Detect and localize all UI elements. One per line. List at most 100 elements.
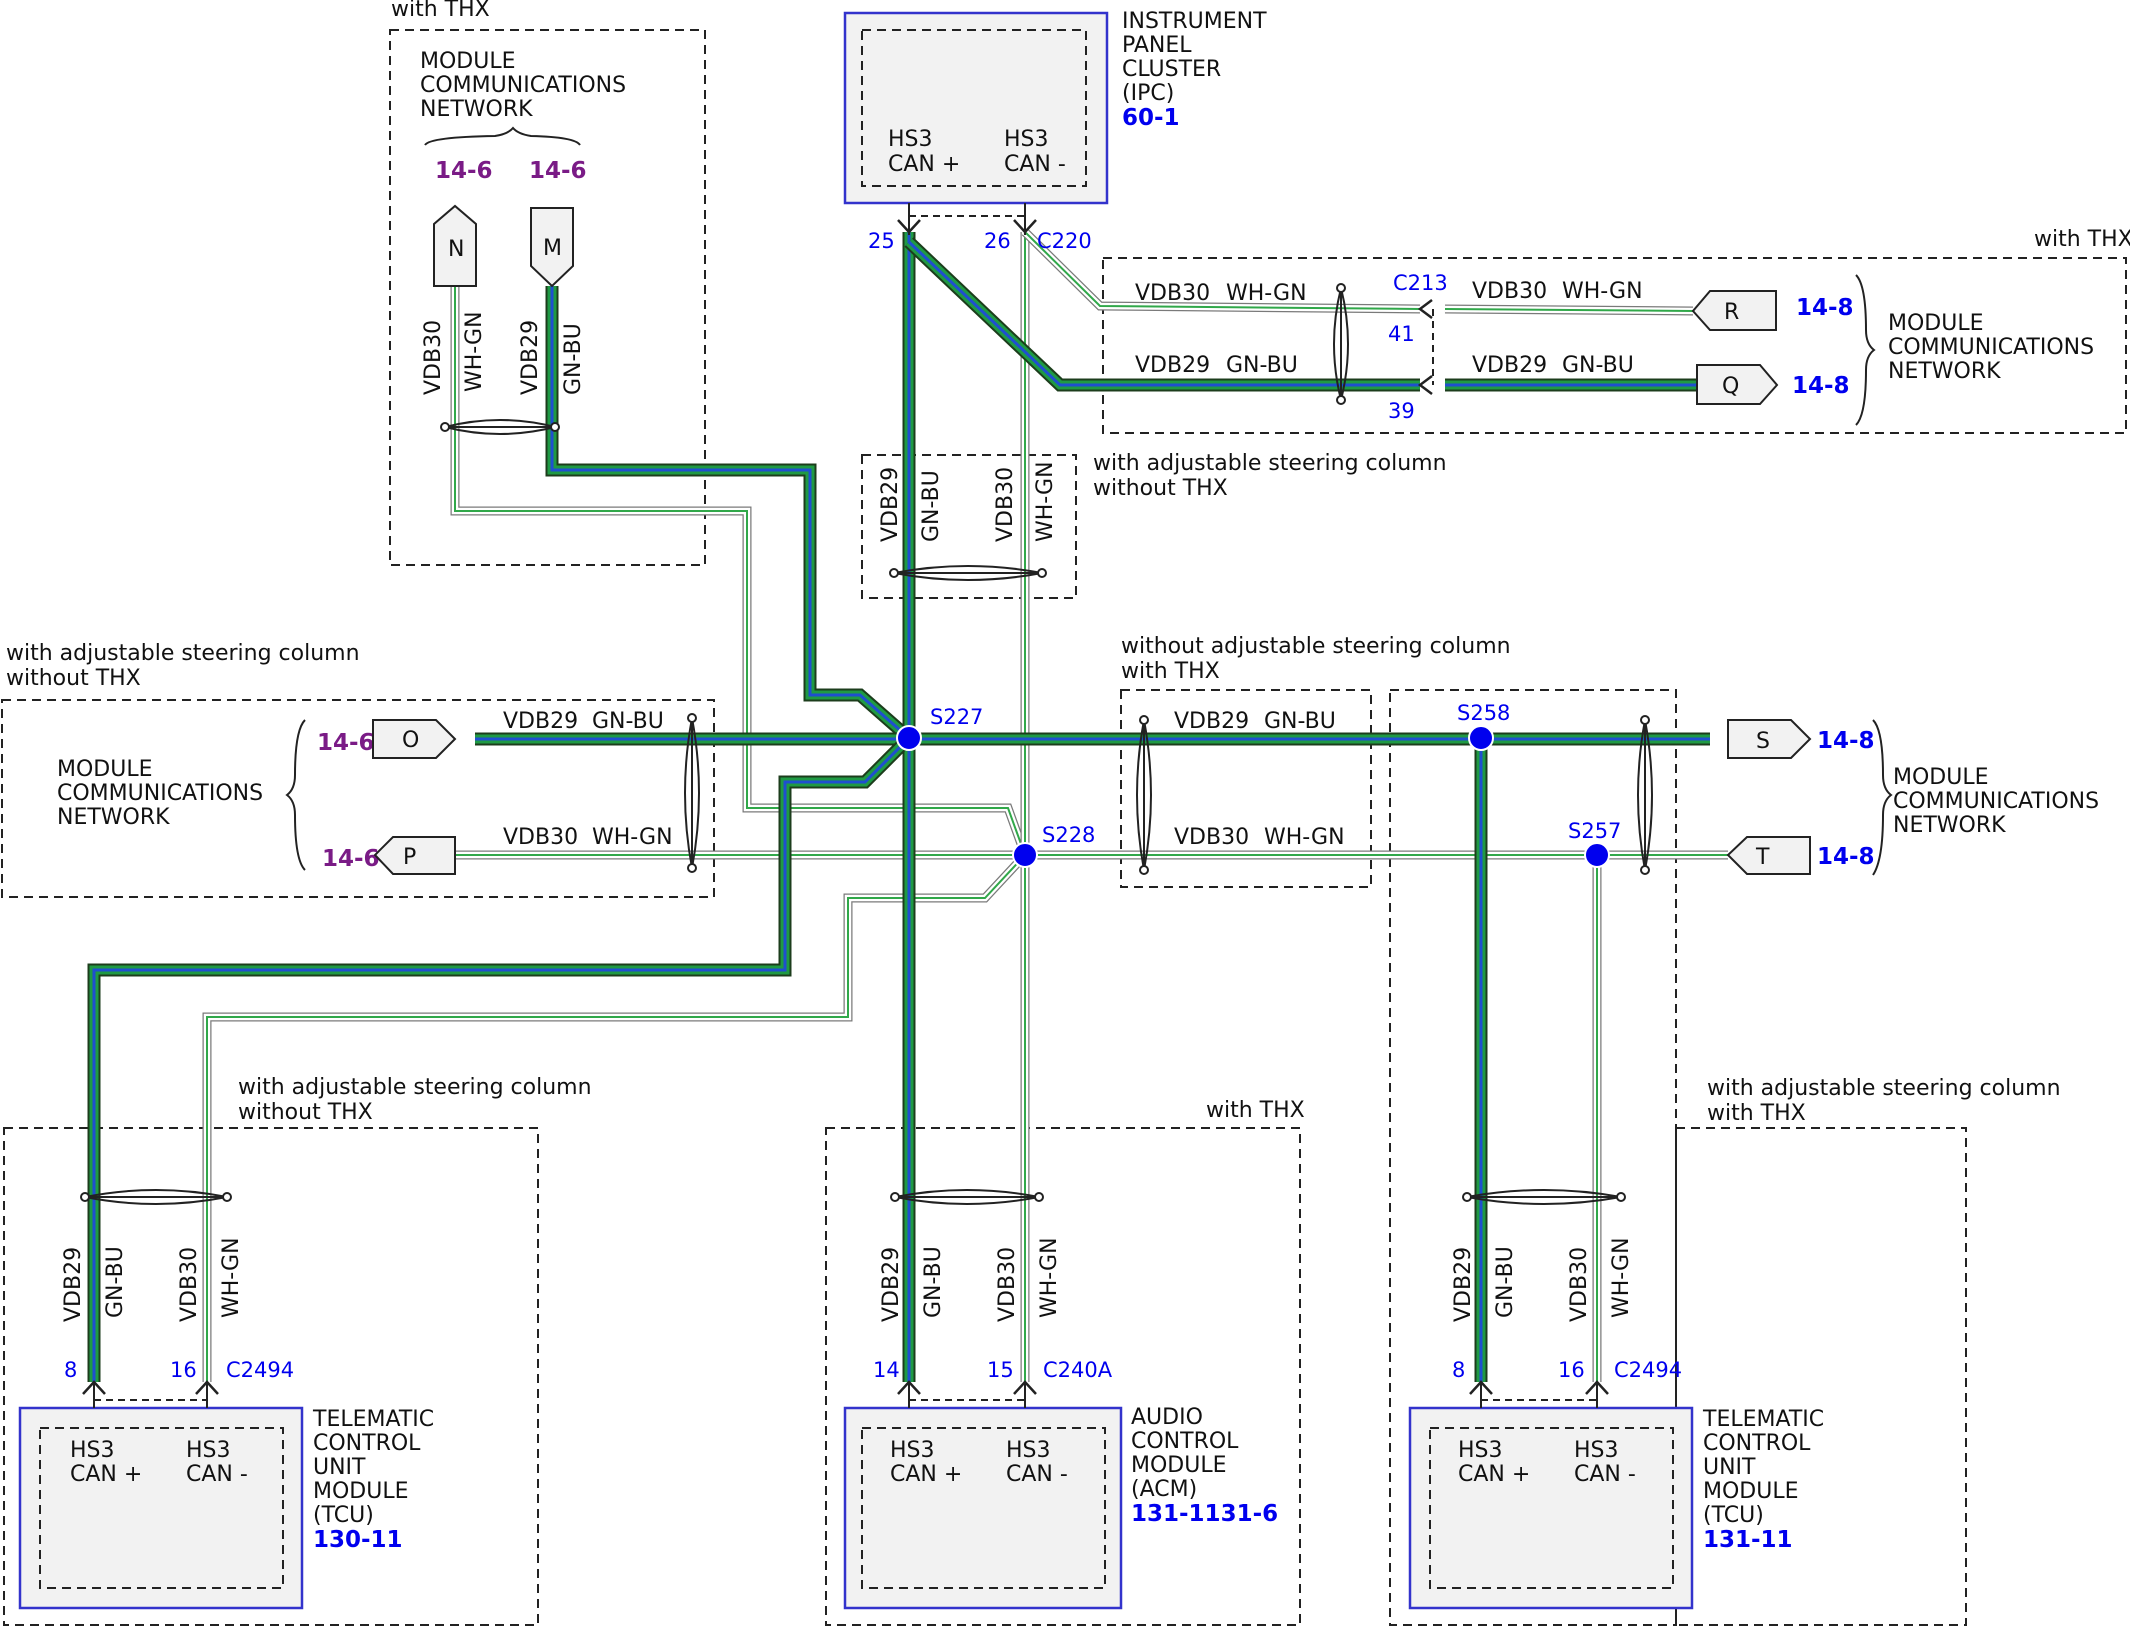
wire-color-label: GN-BU: [592, 709, 664, 734]
acm-connector-id: C240A: [1043, 1358, 1113, 1382]
network-ref-link-t[interactable]: 14-8: [1817, 844, 1875, 870]
acm-module[interactable]: HS3 CAN + HS3 CAN -: [843, 1406, 1123, 1610]
splice-s227[interactable]: [896, 725, 922, 751]
ipc-pin-signal: CAN +: [888, 152, 960, 177]
condition-label: without adjustable steering column: [1121, 634, 1511, 659]
wire-gnbu-tracer: [907, 240, 1420, 387]
connector-chevron-icon: [1417, 375, 1433, 395]
twist-mark-end: [1034, 1192, 1044, 1202]
wire-circuit-label: VDB30: [1135, 281, 1210, 306]
ipc-title-line: PANEL: [1122, 33, 1192, 58]
ipc-pin-stub: [908, 203, 1026, 235]
ipc-pin-signal: CAN -: [1004, 152, 1066, 177]
network-ref-link-s[interactable]: 14-8: [1817, 728, 1875, 754]
twist-mark-end: [1336, 283, 1346, 293]
tcu-right-connector-id: C2494: [1614, 1358, 1682, 1382]
inline-pin-number: 41: [1388, 322, 1415, 346]
network-ref-link-p[interactable]: 14-6: [322, 846, 380, 872]
network-ref-link-q[interactable]: 14-8: [1792, 373, 1850, 399]
condition-label: without THX: [238, 1100, 373, 1125]
option-box-top-right: [1102, 257, 2127, 434]
connector-p[interactable]: [373, 836, 456, 875]
wire-gnbu-stripe: [89, 734, 913, 1382]
network-ref-link-o[interactable]: 14-6: [317, 730, 375, 756]
wire-circuit-label: VDB29: [1135, 353, 1210, 378]
twist-mark-end: [1462, 1192, 1472, 1202]
pin-stub: [93, 1382, 208, 1408]
twist-mark: [684, 717, 700, 869]
twist-mark-end: [222, 1192, 232, 1202]
wire-circuit-label: VDB29: [518, 320, 543, 395]
connector-s[interactable]: [1727, 719, 1812, 759]
network-ref-link-m[interactable]: 14-6: [529, 158, 587, 184]
acm-title-line: (ACM): [1131, 1477, 1197, 1502]
wire-gnbu-tracer: [92, 736, 911, 1382]
ipc-pin-number: 25: [868, 229, 895, 253]
wire-color-label: WH-GN: [1037, 1237, 1062, 1318]
splice-label: S258: [1457, 701, 1510, 725]
connector-m-label: M: [543, 236, 562, 261]
acm-title-line: MODULE: [1131, 1453, 1227, 1478]
connector-o[interactable]: [372, 719, 457, 759]
splice-s228[interactable]: [1012, 842, 1038, 868]
acm-pin-name: HS3: [890, 1438, 935, 1463]
wire-whgn-stripe: [454, 286, 1026, 856]
tcu-left-title-line: TELEMATIC: [312, 1407, 434, 1432]
wire-color-label: GN-BU: [919, 470, 944, 542]
tcu-left-pin-name: HS3: [186, 1438, 231, 1463]
twist-mark-end: [1640, 715, 1650, 725]
ipc-title-line: INSTRUMENT: [1122, 9, 1267, 34]
wire-color-label: GN-BU: [1562, 353, 1634, 378]
tcu-right-ref-link[interactable]: 131-11: [1703, 1527, 1793, 1553]
twist-mark: [1136, 719, 1152, 871]
ipc-inner-box: [861, 29, 1087, 187]
condition-label: with THX: [1707, 1101, 1806, 1126]
network-label-line: NETWORK: [420, 97, 533, 122]
tcu-left-module[interactable]: HS3 CAN + HS3 CAN -: [18, 1406, 304, 1610]
connector-chevron-icon: [1013, 219, 1037, 234]
splice-s258[interactable]: [1468, 725, 1494, 751]
tcu-left-pin-number: 8: [64, 1358, 77, 1382]
tcu-right-title-line: TELEMATIC: [1702, 1407, 1824, 1432]
twist-mark-end: [1616, 1192, 1626, 1202]
network-label-line: NETWORK: [1888, 359, 2001, 384]
network-brace: [285, 719, 306, 871]
connector-q[interactable]: [1696, 364, 1779, 405]
acm-pin-number: 15: [987, 1358, 1014, 1382]
wire-whgn-stripe: [206, 854, 1026, 1382]
tcu-right-module[interactable]: HS3 CAN + HS3 CAN -: [1408, 1406, 1694, 1610]
acm-pin-name: HS3: [1006, 1438, 1051, 1463]
tcu-right-pin-name: HS3: [1574, 1438, 1619, 1463]
connector-q-label: Q: [1722, 374, 1739, 399]
inline-connector-id: C213: [1393, 271, 1448, 295]
ipc-ref-link[interactable]: 60-1: [1122, 105, 1180, 131]
tcu-left-ref-link[interactable]: 130-11: [313, 1527, 403, 1553]
network-label-line: NETWORK: [57, 805, 170, 830]
splices: [896, 725, 1610, 868]
condition-label: with THX: [391, 0, 490, 22]
twist-mark-end: [440, 422, 450, 432]
network-ref-link-n[interactable]: 14-6: [435, 158, 493, 184]
ipc-module[interactable]: HS3 CAN + HS3 CAN -: [843, 11, 1109, 205]
condition-label: with adjustable steering column: [238, 1075, 592, 1100]
tcu-left-pin-signal: CAN -: [186, 1462, 248, 1487]
acm-pin-signal: CAN -: [1006, 1462, 1068, 1487]
splice-s257[interactable]: [1584, 842, 1610, 868]
acm-inner-box: [861, 1427, 1106, 1589]
wire-color-label: WH-GN: [219, 1237, 244, 1318]
network-ref-link-r[interactable]: 14-8: [1796, 295, 1854, 321]
wire-color-label: GN-BU: [1493, 1246, 1518, 1318]
connector-t[interactable]: [1726, 836, 1811, 875]
connector-m[interactable]: [530, 207, 574, 288]
condition-label: with adjustable steering column: [6, 641, 360, 666]
connector-t-label: T: [1755, 845, 1770, 870]
option-box-right-tall: [1389, 689, 1677, 1626]
tcu-right-title-line: UNIT: [1703, 1455, 1756, 1480]
tcu-left-title-line: UNIT: [313, 1455, 366, 1480]
connector-n[interactable]: [433, 204, 477, 287]
wire-gnbu-tracer: [550, 286, 910, 740]
acm-ref-link[interactable]: 131-1131-6: [1131, 1501, 1278, 1527]
ipc-title-line: CLUSTER: [1122, 57, 1221, 82]
connector-r[interactable]: [1691, 290, 1777, 331]
